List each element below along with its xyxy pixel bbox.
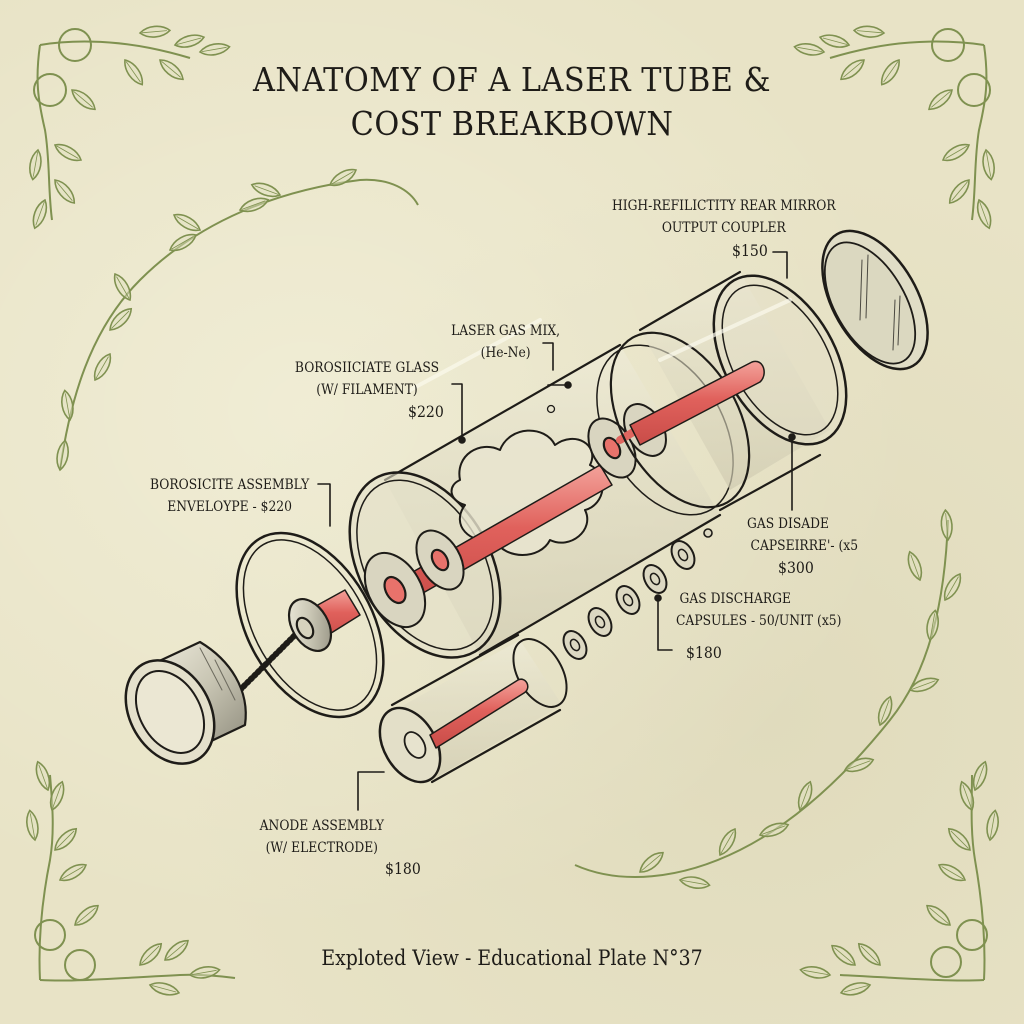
- price-anode: $180: [385, 859, 421, 878]
- vine-corner-top-left-icon: [26, 24, 232, 231]
- label-rear-mirror: HIGH-REFILICTITY REAR MIRROR OUTPUT COUP…: [605, 195, 843, 239]
- vine-branch-left-icon: [53, 164, 419, 472]
- leader-lines: [317, 251, 796, 811]
- label-borosilicate-glass-line2: (W/ FILAMENT): [316, 382, 418, 398]
- label-gas-discharge: GAS DISCHARGE CAPSULES - 50/UNIT (x5): [676, 588, 841, 632]
- label-gas-mix-line2: (He-Ne): [480, 345, 531, 361]
- label-gas-disade-line1: GAS DISADE: [747, 516, 830, 532]
- label-gas-mix: LASER GAS MIX, (He-Ne): [444, 320, 567, 364]
- label-envelope-line2: ENVELOYPE - $220: [167, 499, 292, 515]
- vine-corner-top-right-icon: [792, 24, 998, 231]
- vine-corner-bottom-left-icon: [23, 759, 236, 999]
- page-title: ANATOMY OF A LASER TUBE & COST BREAKBOWN: [41, 58, 983, 146]
- label-envelope: BOROSICITE ASSEMBLY ENVELOYPE - $220: [146, 474, 313, 518]
- price-rear-mirror: $150: [732, 241, 768, 260]
- title-line-1: ANATOMY OF A LASER TUBE &: [253, 60, 771, 99]
- anode-tube-icon: [378, 633, 568, 784]
- label-gas-disade-line2: CAPSEIRRE'- (x5: [750, 538, 859, 554]
- label-gas-mix-line1: LASER GAS MIX,: [451, 323, 561, 339]
- vine-branch-bottom-right-icon: [574, 508, 966, 892]
- price-gas-disade: $300: [778, 558, 814, 577]
- price-borosilicate-glass: $220: [408, 402, 444, 421]
- label-rear-mirror-line1: HIGH-REFILICTITY REAR MIRROR: [611, 198, 836, 214]
- price-gas-discharge: $180: [686, 643, 722, 662]
- label-gas-disade: GAS DISADE CAPSEIRRE'- (x5: [747, 513, 858, 557]
- label-rear-mirror-line2: OUTPUT COUPLER: [661, 220, 786, 236]
- label-gas-discharge-line2: CAPSULES - 50/UNIT (x5): [676, 613, 842, 629]
- gas-discharge-capsules-icon: [562, 528, 713, 660]
- label-anode-line2: (W/ ELECTRODE): [265, 840, 378, 856]
- plate-footer-caption: Exploted View - Educational Plate N°37: [321, 946, 703, 970]
- cathode-end-cap-icon: [124, 589, 361, 765]
- vine-corner-bottom-right-icon: [798, 759, 1002, 999]
- label-borosilicate-glass: BOROSIICIATE GLASS (W/ FILAMENT): [290, 357, 444, 401]
- label-borosilicate-glass-line1: BOROSIICIATE GLASS: [294, 360, 440, 376]
- label-gas-discharge-line1: GAS DISCHARGE: [679, 591, 791, 607]
- label-envelope-line1: BOROSICITE ASSEMBLY: [149, 477, 310, 493]
- label-anode: ANODE ASSEMBLY (W/ ELECTRODE): [258, 815, 386, 859]
- rear-mirror-icon: [821, 229, 929, 371]
- envelope-ring-icon: [235, 531, 385, 719]
- title-line-2: COST BREAKBOWN: [350, 104, 674, 143]
- rear-glass-tube-icon: [609, 270, 848, 512]
- label-anode-line1: ANODE ASSEMBLY: [259, 818, 384, 834]
